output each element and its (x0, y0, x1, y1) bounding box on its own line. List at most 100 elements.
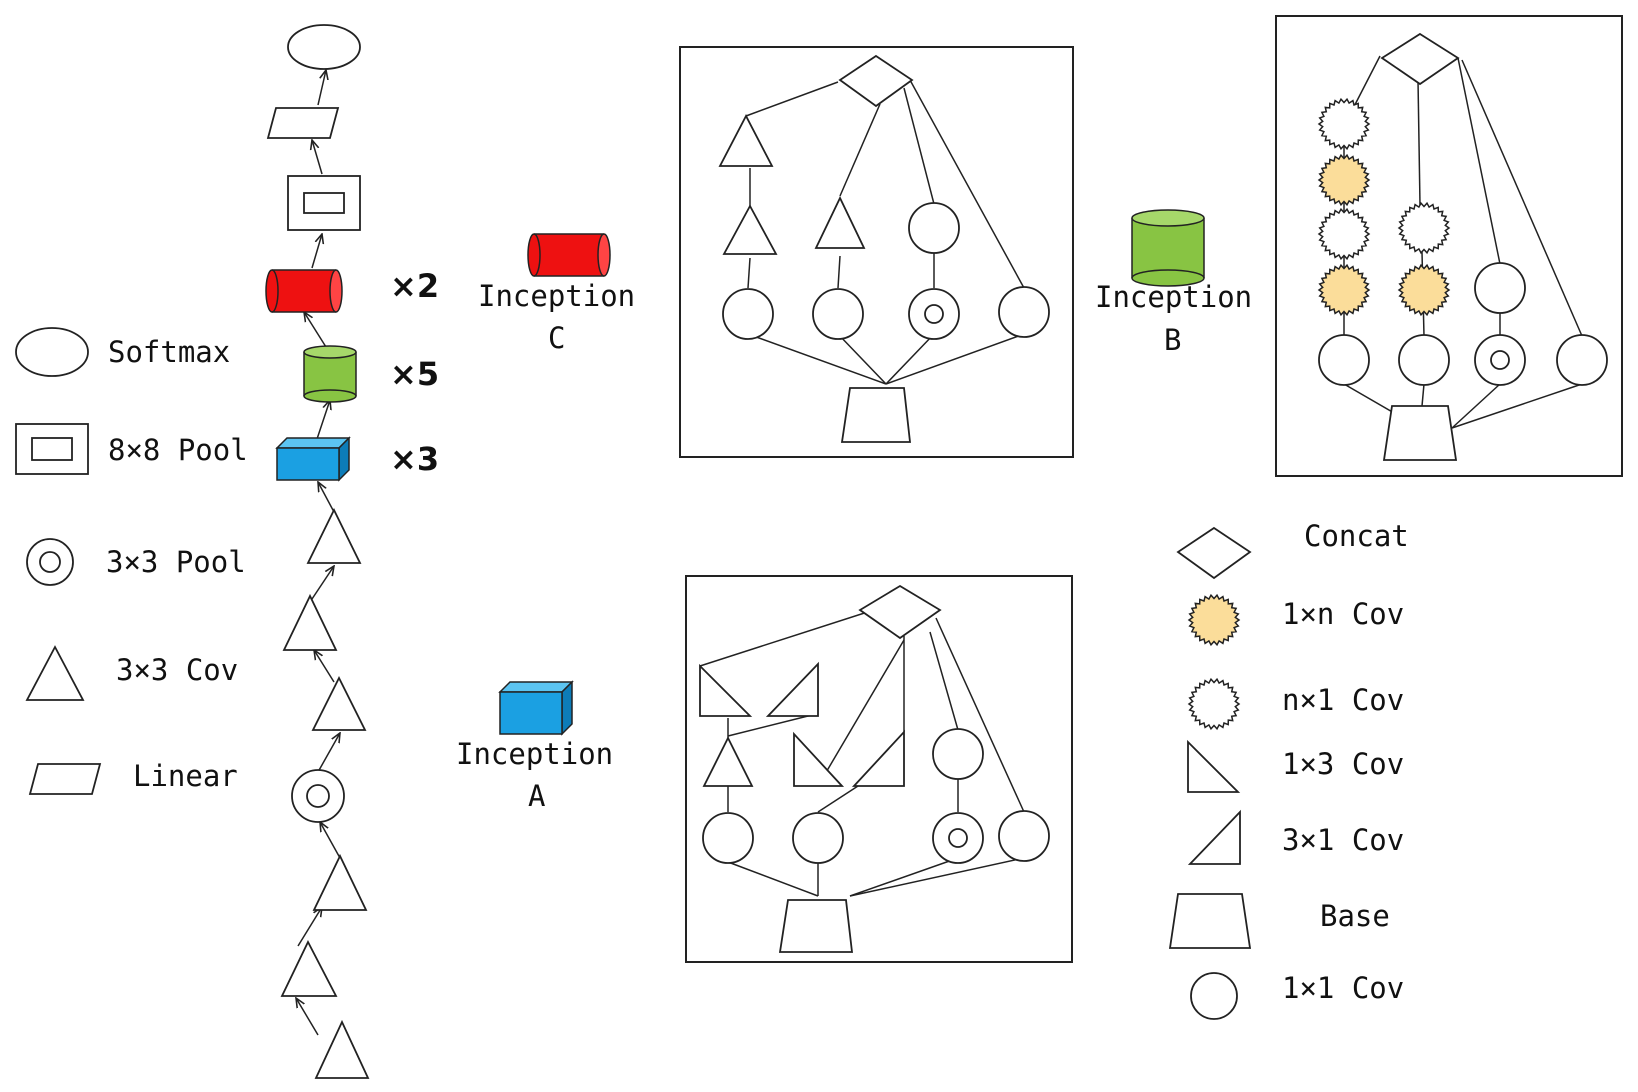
conv1x3-node (793, 731, 845, 787)
module-a-label: Inception A (456, 680, 613, 813)
legend-softmax-label: Softmax (108, 335, 230, 369)
base-node (778, 899, 854, 953)
svg-text:Inception: Inception (1095, 280, 1252, 314)
concat-node (838, 54, 914, 108)
svg-text:B: B (1164, 323, 1181, 357)
convnx1-node (1317, 97, 1371, 151)
stack-conv-2 (280, 939, 338, 997)
conv1x1-node (702, 812, 754, 864)
conv1xn-icon (1187, 593, 1241, 647)
legend-cov3: 3×3 Cov (25, 645, 238, 701)
network-stack (265, 24, 370, 1079)
conv1x1-node (812, 288, 864, 340)
base-node (840, 387, 912, 443)
base-icon (1168, 893, 1252, 949)
legend-pool8: 8×8 Pool (15, 423, 248, 475)
legend-concat-label: Concat (1304, 519, 1409, 553)
svg-text:C: C (548, 321, 565, 355)
conv1x1-node (1556, 334, 1608, 386)
inception-a-box (685, 575, 1073, 963)
stack-conv-3 (312, 853, 368, 911)
convnx1-node (1317, 207, 1371, 261)
base-node (1382, 405, 1458, 461)
conv3-node (702, 735, 754, 787)
conv3x1-node (765, 661, 819, 717)
inception-c-icon (527, 233, 611, 277)
legend-base-label: Base (1320, 899, 1390, 933)
conv1x1-icon (1190, 972, 1238, 1020)
stack-linear (266, 107, 340, 139)
convnx1-node (1397, 201, 1451, 255)
legend-softmax: Softmax (15, 327, 230, 377)
conv3x1-node (851, 729, 905, 787)
concat-icon (1176, 526, 1252, 580)
inception-b-box (1275, 15, 1623, 477)
concat-node (1380, 32, 1460, 86)
legend-base: Base (1168, 893, 1390, 949)
multiplier-c: ×2 (390, 267, 439, 305)
legend-cov1n-label: 1×n Cov (1282, 597, 1404, 631)
conv1x1-node (1398, 334, 1450, 386)
legend-linear: Linear (28, 759, 238, 795)
legend-pool3: 3×3 Pool (26, 538, 246, 586)
stack-conv-6 (306, 507, 362, 564)
convnx1-icon-shape (1187, 677, 1241, 731)
conv3-node (814, 195, 866, 249)
conv3x1-icon (1187, 809, 1241, 865)
conv1x1-node (1474, 262, 1526, 314)
convnx1-icon (1187, 677, 1241, 731)
conv3-node (718, 114, 774, 167)
legend-covn1: n×1 Cov (1187, 677, 1404, 731)
conv1x3-node (699, 663, 753, 717)
conv1x1-node (998, 286, 1050, 338)
legend-cov31: 3×1 Cov (1187, 809, 1404, 865)
conv3-node (722, 204, 778, 255)
legend-cov11-label: 1×1 Cov (1282, 971, 1404, 1005)
conv1x1-node (722, 288, 774, 340)
legend-cov11: 1×1 Cov (1190, 971, 1404, 1020)
right-legend: Concat 1×n Cov n×1 Cov 1×3 Cov 3×1 Cov B… (1168, 519, 1409, 1020)
conv1x1-node (792, 812, 844, 864)
legend-pool3-label: 3×3 Pool (106, 545, 246, 579)
conv1xn-node (1397, 263, 1451, 317)
softmax-icon (15, 327, 89, 377)
module-c-label: Inception C (478, 233, 635, 355)
linear-parallelogram-icon (28, 763, 102, 795)
conv1x3-icon (1187, 739, 1241, 793)
conv1xn-icon-shape (1187, 593, 1241, 647)
left-legend: Softmax 8×8 Pool 3×3 Pool 3×3 Cov Linear (15, 327, 248, 795)
stack-conv-5 (282, 593, 338, 651)
conv1x1-node (932, 728, 984, 780)
stack-inception-c-cylinder (265, 269, 343, 313)
legend-cov13-label: 1×3 Cov (1282, 747, 1404, 781)
stack-inception-a-cube (275, 436, 351, 482)
pool3-node (1474, 334, 1526, 386)
stack-conv-4 (311, 675, 367, 731)
inception-a-icon (498, 680, 574, 736)
stack-conv-1 (314, 1019, 370, 1079)
legend-cov1n: 1×n Cov (1187, 593, 1404, 647)
legend-pool8-label: 8×8 Pool (108, 433, 248, 467)
conv1xn-node (1317, 263, 1371, 317)
pool3-node (908, 288, 960, 340)
legend-cov3-label: 3×3 Cov (116, 653, 238, 687)
svg-text:Inception: Inception (478, 279, 635, 313)
conv1xn-node (1317, 153, 1371, 207)
concat-node (858, 584, 942, 640)
legend-cov31-label: 3×1 Cov (1282, 823, 1404, 857)
svg-text:A: A (528, 779, 545, 813)
module-b-label: Inception B (1095, 209, 1252, 357)
conv1x1-node (1318, 334, 1370, 386)
stack-pool3 (291, 769, 345, 823)
legend-cov13: 1×3 Cov (1187, 739, 1404, 793)
legend-concat: Concat (1176, 519, 1409, 580)
stack-pool8 (287, 175, 361, 231)
multiplier-a: ×3 (390, 440, 439, 478)
stack-inception-b-cylinder (303, 345, 357, 403)
pool3-node (932, 812, 984, 864)
legend-covn1-label: n×1 Cov (1282, 683, 1404, 717)
svg-text:Inception: Inception (456, 737, 613, 771)
inception-c-box (679, 46, 1074, 458)
multiplier-b: ×5 (390, 355, 439, 393)
